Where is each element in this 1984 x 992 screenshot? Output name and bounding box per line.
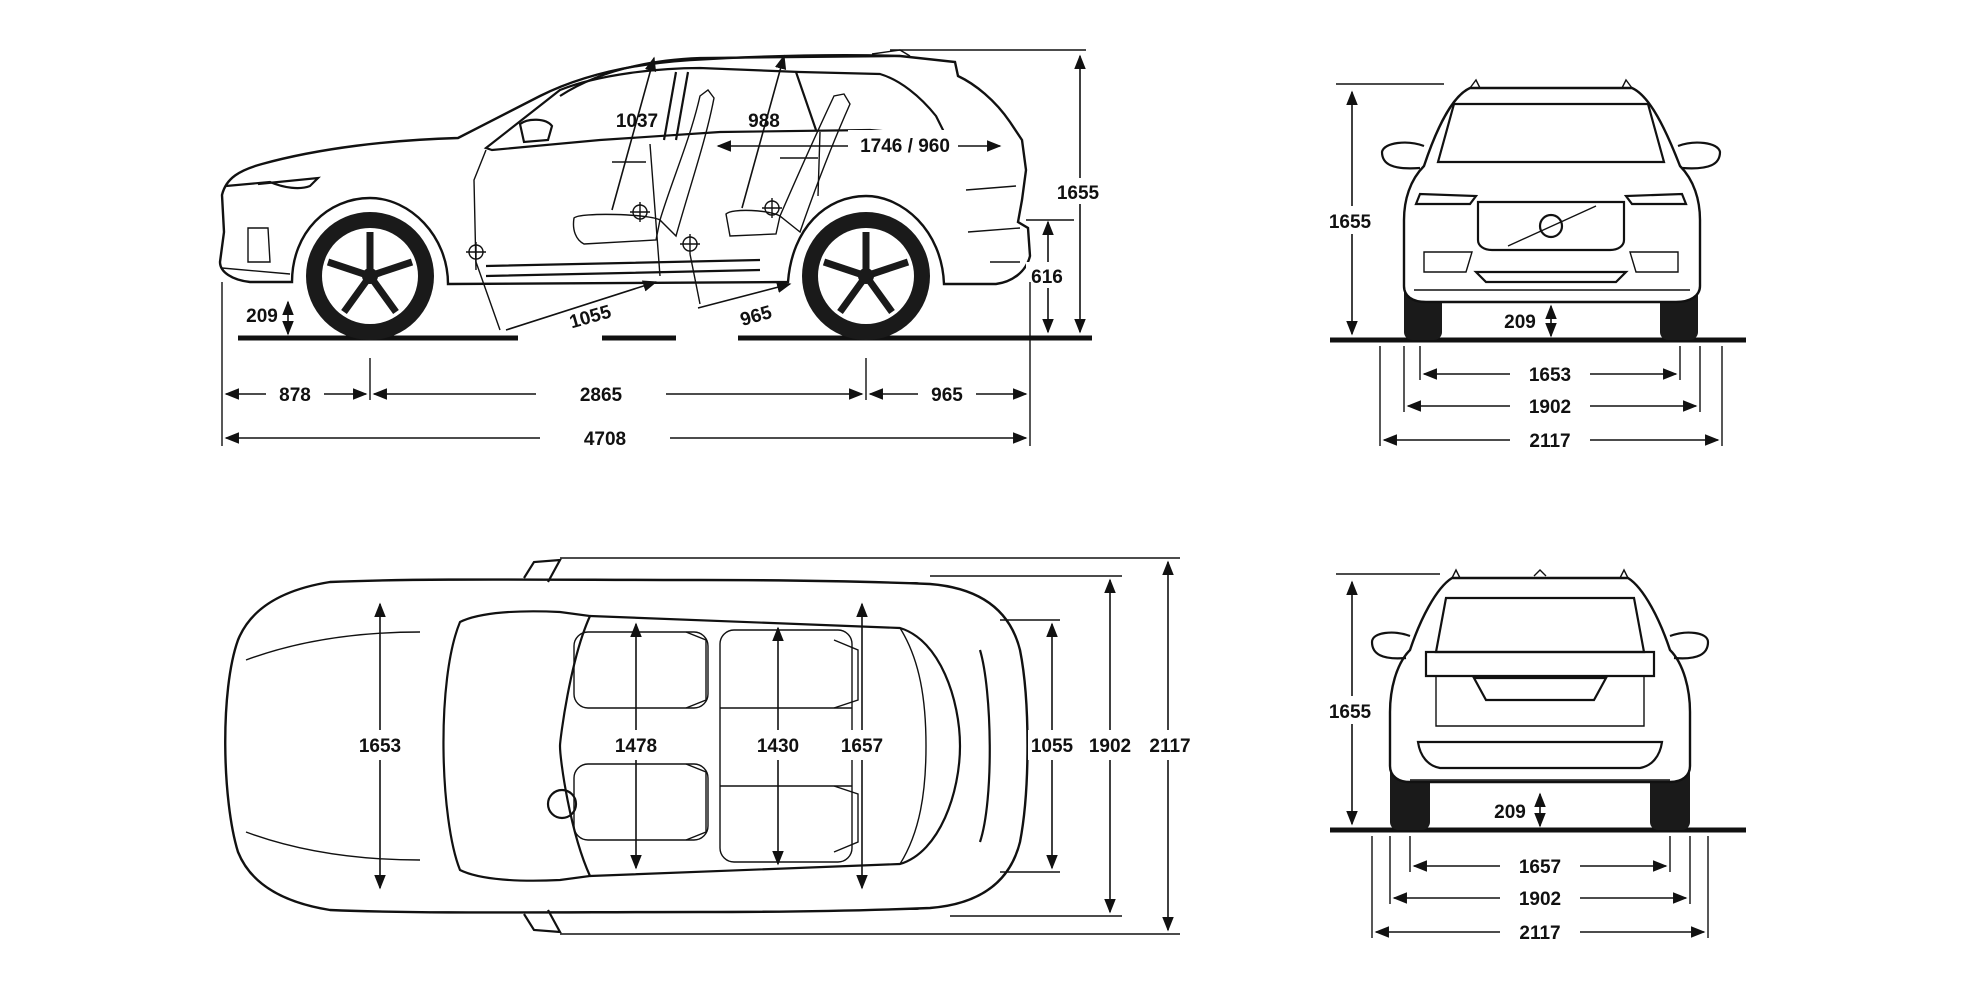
rear-ground-clearance-label: 209: [1494, 802, 1526, 823]
side-ground-clearance-label: 209: [246, 306, 278, 327]
side-wheelbase-label: 2865: [580, 385, 623, 406]
side-rear-overhang-label: 965: [931, 385, 963, 406]
front-wheel: [306, 212, 434, 340]
rear-width-mirrors-label: 2117: [1519, 923, 1560, 944]
side-front-overhang-label: 878: [279, 385, 311, 406]
top-front-shoulder-label: 1478: [615, 736, 657, 757]
grille: [1476, 200, 1626, 252]
front-body-outline: [1402, 86, 1702, 304]
side-cargo-length-label: 1746 / 960: [860, 136, 950, 157]
side-body-outline: [218, 54, 1032, 286]
top-rear-shoulder-label: 1430: [757, 736, 799, 757]
side-view: 1037 988 1746 / 960 1655 616 209 1055 96…: [218, 49, 1106, 452]
front-view: 1655 209 1653 1902 2117: [1322, 78, 1746, 454]
side-load-sill-label: 616: [1031, 267, 1063, 288]
side-overall-height-label: 1655: [1057, 183, 1100, 204]
plate-recess: [1472, 676, 1608, 702]
front-seat: [572, 89, 715, 245]
side-front-headroom-label: 1037: [616, 111, 658, 132]
top-width-body-label: 1902: [1089, 736, 1131, 757]
side-front-legroom-label: 1055: [567, 301, 614, 333]
top-rear-track-label: 1657: [841, 736, 883, 757]
front-ground-clearance-label: 209: [1504, 312, 1536, 333]
top-front-track-label: 1653: [359, 736, 401, 757]
top-width-mirrors-label: 2117: [1149, 736, 1190, 757]
rear-width-body-label: 1902: [1519, 889, 1561, 910]
side-overall-length-label: 4708: [584, 429, 626, 450]
roof-rail: [559, 54, 901, 97]
side-rear-legroom-label: 965: [738, 302, 775, 331]
front-width-mirrors-label: 2117: [1529, 431, 1570, 452]
front-track-label: 1653: [1529, 365, 1571, 386]
rear-body-outline: [1388, 576, 1692, 784]
front-width-body-label: 1902: [1529, 397, 1571, 418]
rear-track-label: 1657: [1519, 857, 1561, 878]
rear-wheel: [802, 212, 930, 340]
rear-view: 1655 209 1657 1902 2117: [1322, 568, 1746, 946]
rear-height-label: 1655: [1329, 702, 1372, 723]
rear-seat: [725, 93, 851, 237]
windshield: [1436, 102, 1666, 164]
top-view: 1653 1478 1430 1657 1055 1902 2117: [224, 557, 1198, 935]
front-height-label: 1655: [1329, 212, 1372, 233]
side-rear-headroom-label: 988: [748, 111, 780, 132]
top-cargo-width-label: 1055: [1031, 736, 1074, 757]
